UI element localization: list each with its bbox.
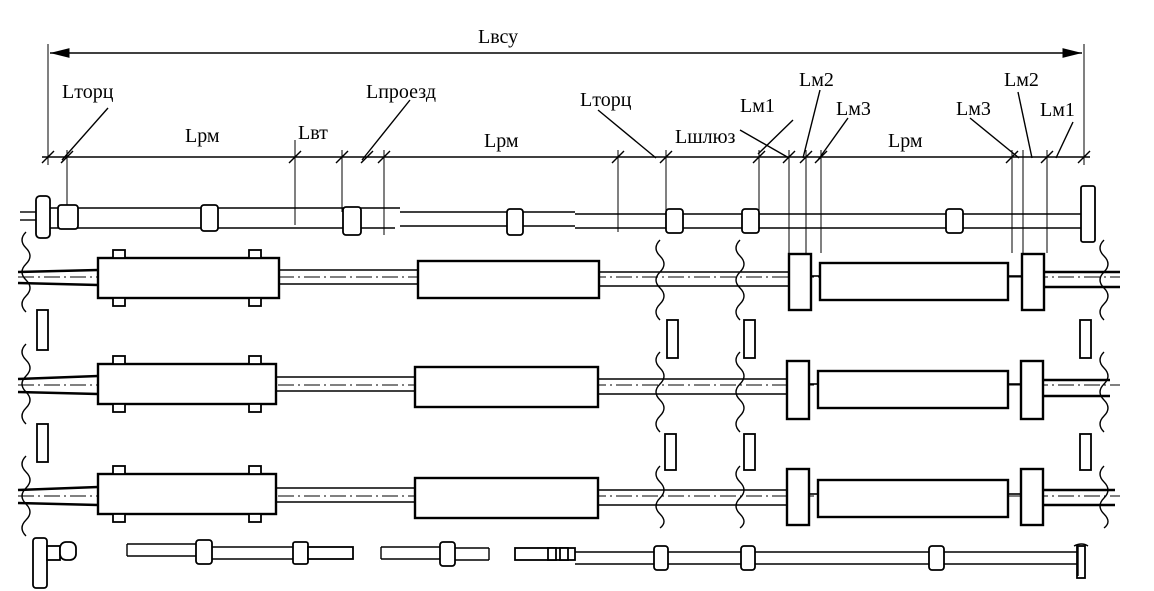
work-unit-3a xyxy=(96,472,278,516)
label-l-torts-left: Lторц xyxy=(62,81,114,103)
coupling-7 xyxy=(945,208,964,234)
shaft-row-bottom xyxy=(32,537,1089,589)
end-flange-bottom xyxy=(1076,545,1086,579)
work-unit-3c xyxy=(816,478,1010,519)
label-l-proezd: Lпроезд xyxy=(366,81,436,103)
work-unit-1c xyxy=(818,261,1010,302)
shaft-row-top xyxy=(20,185,1096,243)
work-unit-3b xyxy=(413,476,600,520)
label-l-vt: Lвт xyxy=(298,122,328,144)
clutch-2b xyxy=(1019,359,1045,421)
coupling-2 xyxy=(200,204,219,232)
clutch-1b xyxy=(1020,252,1046,312)
end-flange-left xyxy=(35,195,51,239)
work-unit-2a xyxy=(96,362,278,406)
label-l-m2-left: Lм2 xyxy=(799,69,834,91)
mill-row-3 xyxy=(17,465,1120,527)
work-unit-2c xyxy=(816,369,1010,410)
coupling-4 xyxy=(506,208,524,236)
label-l-m2-right: Lм2 xyxy=(1004,69,1039,91)
chain-dimension: Lторц Lрм Lвт Lпроезд Lрм Lторц Lшлюз Lм… xyxy=(41,69,1091,253)
clutch-3b xyxy=(1019,467,1045,527)
label-l-torts-mid: Lторц xyxy=(580,89,632,111)
coupling-5 xyxy=(665,208,684,234)
coupling-1 xyxy=(57,204,79,230)
work-unit-1b xyxy=(416,259,601,300)
label-l-rm-1: Lрм xyxy=(185,125,220,147)
label-l-m3-right: Lм3 xyxy=(956,98,991,120)
label-l-m3-left: Lм3 xyxy=(836,98,871,120)
mill-row-1 xyxy=(17,249,1120,359)
mill-row-2 xyxy=(17,355,1120,471)
end-flange-right xyxy=(1080,185,1096,243)
drive-block-left xyxy=(32,537,48,589)
leader-lines xyxy=(61,89,1074,161)
label-l-m1-left: Lм1 xyxy=(740,95,775,117)
clutch-2a xyxy=(785,359,811,421)
extension-lines xyxy=(66,140,1048,253)
coupling-3 xyxy=(342,206,362,236)
work-unit-1a xyxy=(96,256,281,300)
overall-dimension: Lвсу xyxy=(47,26,1085,165)
label-l-rm-3: Lрм xyxy=(888,130,923,152)
break-lines xyxy=(21,231,1109,537)
work-unit-2b xyxy=(413,365,600,409)
label-l-vsu: Lвсу xyxy=(478,26,518,48)
label-l-m1-right: Lм1 xyxy=(1040,99,1075,121)
label-l-shlyuz: Lшлюз xyxy=(675,126,736,148)
clutch-1a xyxy=(787,252,813,312)
clutch-3a xyxy=(785,467,811,527)
coupling-6 xyxy=(741,208,760,234)
label-l-rm-2: Lрм xyxy=(484,130,519,152)
